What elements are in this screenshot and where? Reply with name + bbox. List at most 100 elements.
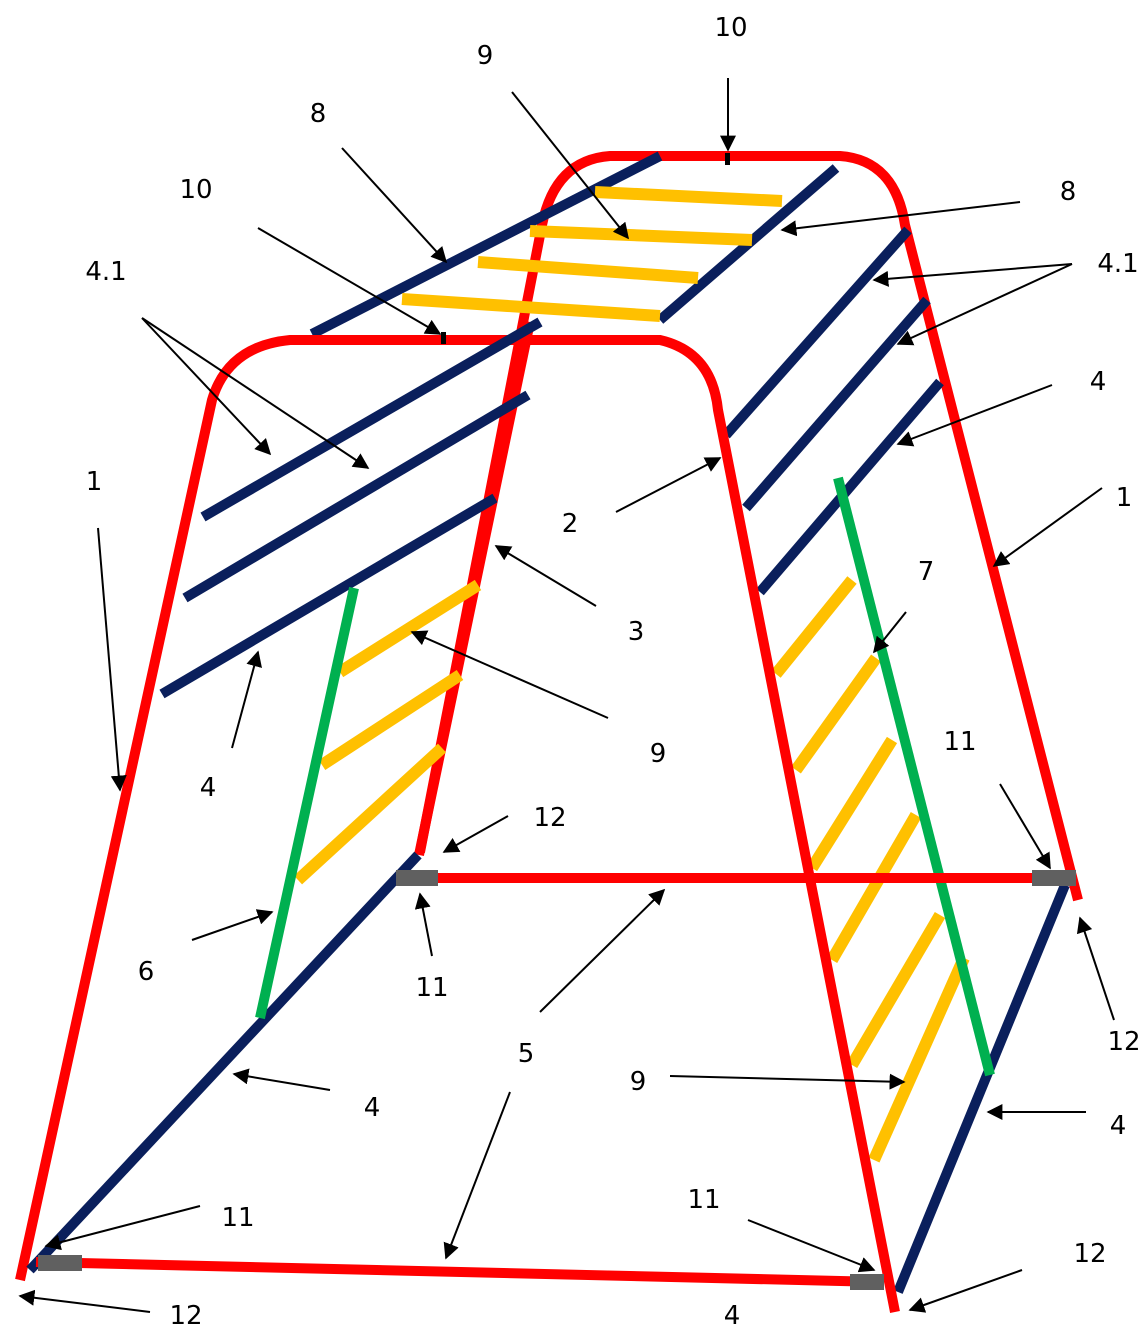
top-ladder-rungs (401, 186, 783, 322)
label-10-top: 10 (714, 13, 747, 43)
arrow (615, 457, 722, 513)
label-8-left: 8 (310, 99, 327, 129)
label-9-lower: 9 (630, 1067, 647, 1097)
clamp (1032, 870, 1076, 886)
label-4-lower-left: 4 (364, 1093, 381, 1123)
ladder-rung (318, 669, 464, 771)
front-frame-arch (15, 335, 900, 1313)
label-12-mid: 12 (533, 803, 566, 833)
ladder-rung (336, 579, 482, 678)
arrow (872, 263, 1073, 287)
crossbar-right-lower (893, 883, 1070, 1294)
arrow (414, 892, 433, 957)
crossbar-left-lower (26, 851, 422, 1274)
label-11-bottom-right: 11 (687, 1185, 720, 1215)
leader-arrows (18, 78, 1115, 1313)
crossbar-left-3 (159, 493, 498, 699)
arrow (896, 384, 1053, 447)
base-crossbar-bottom (35, 1257, 883, 1287)
ladder-rung (477, 256, 699, 284)
label-8-right: 8 (1060, 177, 1077, 207)
label-4-bottom: 4 (724, 1301, 741, 1328)
right-ladder-rail (833, 476, 995, 1077)
joint-mark-top (725, 153, 730, 165)
label-11-right: 11 (943, 727, 976, 757)
label-4.1-right: 4.1 (1097, 249, 1138, 279)
joint-mark-front (441, 332, 446, 344)
label-12-bottom-left: 12 (169, 1301, 202, 1328)
left-ladder-rail (255, 586, 359, 1020)
ladder-rung (401, 293, 661, 322)
label-7: 7 (918, 557, 935, 587)
arrow (873, 611, 907, 654)
arrow (44, 1205, 201, 1251)
arrow (410, 630, 609, 719)
upper-crossbar-left-2 (182, 390, 531, 603)
label-5-mid: 5 (518, 1039, 535, 1069)
label-4-lower-right: 4 (1110, 1111, 1127, 1141)
label-9-top: 9 (477, 41, 494, 71)
label-1-right: 1 (1116, 483, 1133, 513)
arrow (141, 317, 370, 469)
arrow (539, 888, 666, 1013)
label-4.1-left: 4.1 (85, 257, 126, 287)
right-side-bars (722, 226, 1070, 1294)
arrow (231, 650, 262, 749)
arrow (18, 1289, 151, 1313)
label-9-mid: 9 (650, 739, 667, 769)
arrow (494, 545, 597, 607)
left-side-bars (26, 317, 543, 1274)
arrow (908, 1269, 1023, 1313)
ladder-rung (594, 186, 783, 207)
ladder-rung (826, 811, 922, 964)
arrow (141, 317, 272, 456)
label-11-bottom-left: 11 (221, 1203, 254, 1233)
label-6: 6 (138, 957, 155, 987)
right-ladder (771, 476, 995, 1163)
ladder-rung (846, 911, 946, 1069)
arrow (257, 227, 442, 335)
arrow (992, 487, 1103, 567)
base-crossbars (35, 870, 1076, 1290)
arrow (747, 1219, 876, 1273)
ladder-rung (529, 225, 753, 246)
front-frame (15, 320, 900, 1313)
number-labels: 10 9 8 10 8 4.1 4.1 4 1 1 2 7 3 9 4 11 1… (85, 13, 1140, 1328)
arrow (341, 147, 448, 264)
arrow (669, 1073, 906, 1090)
label-10-left: 10 (179, 175, 212, 205)
label-12-right: 12 (1107, 1027, 1140, 1057)
upper-crossbar-right-1 (722, 226, 912, 439)
ladder-rung (293, 743, 447, 885)
arrow (97, 527, 127, 792)
arrow (191, 909, 274, 941)
arrow (1076, 916, 1115, 1021)
clamp (38, 1255, 82, 1271)
label-3: 3 (628, 617, 645, 647)
top-beam-left (309, 151, 663, 339)
ladder-rung (771, 576, 857, 678)
label-2: 2 (562, 509, 579, 539)
arrow (232, 1068, 331, 1091)
label-11-mid: 11 (415, 973, 448, 1003)
clamp (396, 870, 438, 886)
ladder-rung (806, 736, 898, 872)
arrow (999, 783, 1051, 870)
label-4-upper-right: 4 (1090, 367, 1107, 397)
back-frame (415, 151, 1083, 902)
arrow (780, 201, 1021, 237)
crossbar-right-3 (756, 378, 944, 596)
arrow (511, 91, 629, 240)
ladder-rung (868, 955, 970, 1163)
left-ladder (255, 579, 482, 1020)
label-4-left-mid: 4 (200, 773, 217, 803)
arrow (442, 815, 509, 853)
label-12-bottom-right: 12 (1073, 1239, 1106, 1269)
arrow (896, 263, 1073, 346)
arrow (443, 1091, 511, 1260)
upper-crossbar-right-2 (742, 296, 931, 512)
ladder-rung (791, 654, 881, 774)
label-1-left: 1 (86, 467, 103, 497)
